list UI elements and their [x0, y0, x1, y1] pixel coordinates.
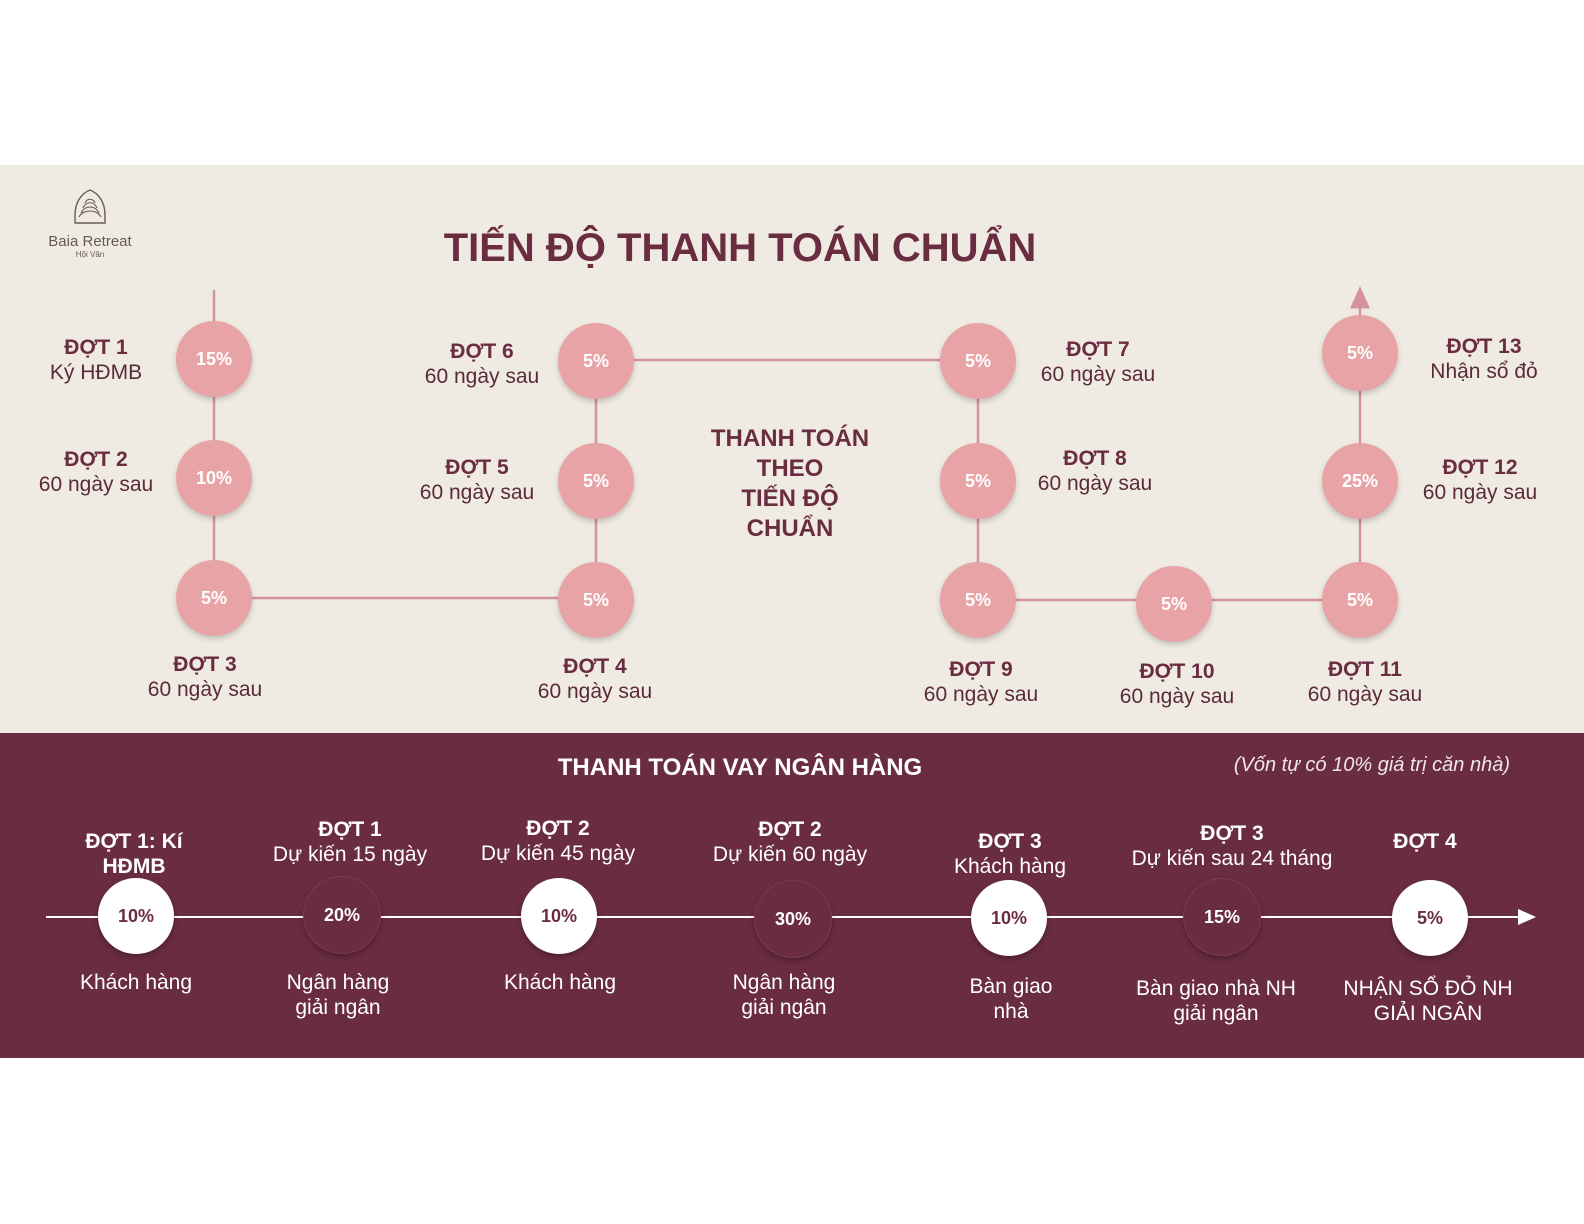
standard-circle-11: 5%	[1322, 562, 1398, 638]
step-sub: Nhận sổ đỏ	[1430, 360, 1538, 383]
step-sub: Dự kiến 15 ngày	[272, 843, 428, 866]
bank-below-1: Khách hàng	[79, 971, 193, 994]
standard-circle-13: 5%	[1322, 315, 1398, 391]
step-label: ĐỢT 9	[949, 658, 1013, 681]
logo-subtitle: Hội Vân	[75, 250, 105, 259]
logo-name: Baia Retreat	[48, 233, 132, 250]
standard-circle-1: 15%	[176, 321, 252, 397]
step-label: ĐỢT 1: Kí HĐMB	[85, 830, 183, 878]
step-label: ĐỢT 2	[64, 448, 128, 471]
step-sub: Dự kiến sau 24 tháng	[1131, 847, 1333, 870]
bank-circle-3: 10%	[521, 878, 597, 954]
step-label: ĐỢT 4	[1393, 830, 1457, 853]
bank-below-6: Bàn giao nhà NH giải ngân	[1136, 977, 1296, 1025]
standard-circle-7: 5%	[940, 323, 1016, 399]
bank-circle-1: 10%	[98, 878, 174, 954]
bank-below-3: Khách hàng	[503, 971, 617, 994]
step-sub: Khách hàng	[953, 855, 1067, 878]
bank-circle-7: 5%	[1392, 880, 1468, 956]
center-caption-line: TIẾN ĐỘ	[741, 485, 839, 512]
standard-circle-8: 5%	[940, 443, 1016, 519]
bank-below-4: Ngân hàng giải ngân	[732, 971, 836, 1019]
standard-circle-5: 5%	[558, 443, 634, 519]
step-label: ĐỢT 3	[1200, 822, 1264, 845]
step-label: ĐỢT 7	[1066, 338, 1130, 361]
step-sub: 60 ngày sau	[1040, 363, 1156, 386]
step-label: ĐỢT 10	[1139, 660, 1215, 683]
step-sub: Ký HĐMB	[49, 361, 143, 384]
bank-note: (Vốn tự có 10% giá trị căn nhà)	[1233, 754, 1510, 776]
center-caption-line: THANH TOÁN	[710, 425, 870, 452]
bank-below-2: Ngân hàng giải ngân	[286, 971, 390, 1019]
standard-circle-2: 10%	[176, 440, 252, 516]
step-label: ĐỢT 1	[318, 818, 382, 841]
bank-below-5: Bàn giao nhà	[969, 975, 1053, 1023]
standard-circle-3: 5%	[176, 560, 252, 636]
step-label: ĐỢT 13	[1446, 335, 1522, 358]
center-caption: THANH TOÁN THEO TIẾN ĐỘ CHUẨN	[680, 424, 900, 544]
standard-circle-9: 5%	[940, 562, 1016, 638]
step-sub: 60 ngày sau	[424, 365, 540, 388]
step-sub: 60 ngày sau	[923, 683, 1039, 706]
page-title: TIẾN ĐỘ THANH TOÁN CHUẨN	[443, 226, 1037, 270]
step-sub: 60 ngày sau	[1037, 472, 1153, 495]
bank-below-7: NHẬN SỔ ĐỎ NH GIẢI NGÂN	[1343, 977, 1513, 1025]
step-sub: 60 ngày sau	[1422, 481, 1538, 504]
step-label: ĐỢT 5	[445, 456, 509, 479]
step-label: ĐỢT 2	[758, 818, 822, 841]
step-label: ĐỢT 2	[526, 817, 590, 840]
step-label: ĐỢT 4	[563, 655, 627, 678]
step-label: ĐỢT 6	[450, 340, 514, 363]
standard-circle-12: 25%	[1322, 443, 1398, 519]
step-sub: 60 ngày sau	[1307, 683, 1423, 706]
step-sub: 60 ngày sau	[537, 680, 653, 703]
logo: Baia Retreat Hội Vân	[30, 188, 150, 259]
step-label: ĐỢT 3	[978, 830, 1042, 853]
step-label: ĐỢT 3	[173, 653, 237, 676]
standard-payment-panel	[0, 165, 1584, 733]
bank-label-1: ĐỢT 1: Kí HĐMB	[14, 829, 254, 879]
shell-icon	[74, 189, 106, 224]
step-label: ĐỢT 12	[1442, 456, 1518, 479]
step-sub: 60 ngày sau	[38, 473, 154, 496]
step-label: ĐỢT 1	[64, 336, 128, 359]
step-sub: 60 ngày sau	[147, 678, 263, 701]
bank-circle-4: 30%	[754, 880, 832, 958]
step-sub: 60 ngày sau	[1119, 685, 1235, 708]
step-label: ĐỢT 8	[1063, 447, 1127, 470]
step-label: ĐỢT 11	[1328, 658, 1402, 681]
step-sub: Dự kiến 45 ngày	[480, 842, 636, 865]
bank-label-7: ĐỢT 4	[1305, 829, 1545, 854]
standard-circle-6: 5%	[558, 323, 634, 399]
step-sub: 60 ngày sau	[419, 481, 535, 504]
center-caption-line: CHUẨN	[746, 515, 834, 542]
standard-circle-10: 5%	[1136, 566, 1212, 642]
bank-circle-6: 15%	[1183, 878, 1261, 956]
step-sub: Dự kiến 60 ngày	[712, 843, 868, 866]
standard-circle-4: 5%	[558, 562, 634, 638]
bank-circle-2: 20%	[303, 876, 381, 954]
center-caption-line: THEO	[756, 455, 824, 482]
bank-title: THANH TOÁN VAY NGÂN HÀNG	[557, 754, 923, 781]
bank-circle-5: 10%	[971, 880, 1047, 956]
